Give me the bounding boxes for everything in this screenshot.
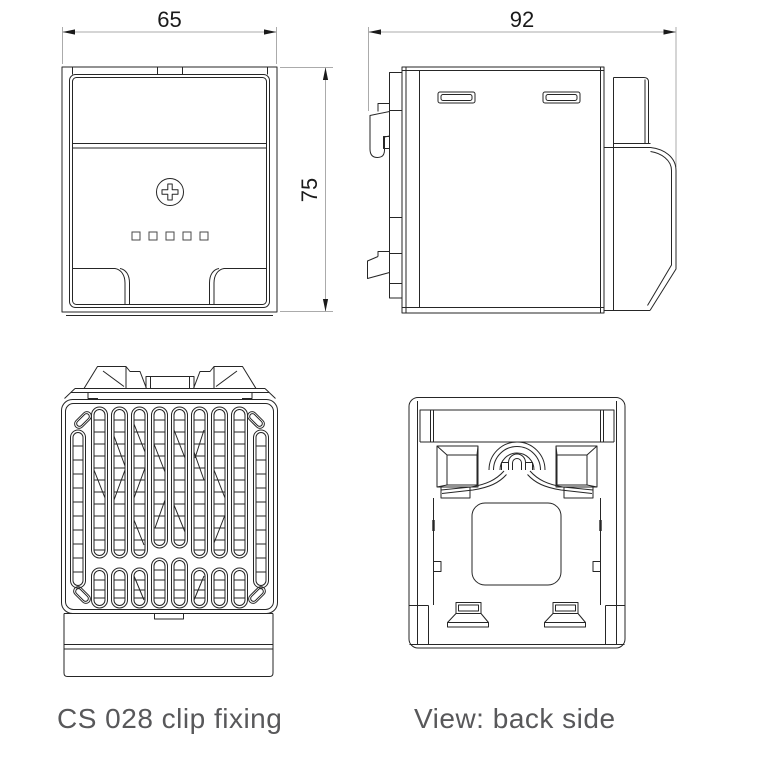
back-view bbox=[408, 397, 626, 649]
side-mounting-foot bbox=[604, 77, 677, 311]
back-spring-clip-arch bbox=[440, 441, 594, 494]
front-width-dimension bbox=[62, 27, 277, 64]
dimension-label-depth-92: 92 bbox=[509, 7, 535, 32]
dimension-label-height-75: 75 bbox=[297, 177, 322, 203]
back-left-foot bbox=[447, 602, 489, 628]
side-clip-hooks bbox=[367, 103, 390, 279]
side-view bbox=[367, 27, 677, 314]
front-bottom-brackets bbox=[72, 268, 267, 305]
side-housing-outline bbox=[389, 66, 605, 314]
back-frame bbox=[408, 397, 626, 649]
back-top-bar bbox=[419, 409, 615, 443]
arrowhead-right bbox=[264, 29, 277, 35]
arrowhead-down bbox=[322, 299, 329, 312]
vent-squares bbox=[131, 231, 209, 241]
back-corner-posts bbox=[409, 605, 625, 645]
front-height-dimension bbox=[280, 67, 333, 312]
back-right-tower bbox=[555, 445, 598, 499]
caption-clip-fixing: CS 028 clip fixing bbox=[57, 703, 283, 734]
arrowhead-up bbox=[322, 67, 329, 80]
back-left-tower bbox=[436, 445, 479, 499]
grille-base bbox=[63, 613, 274, 677]
front-view bbox=[61, 27, 333, 316]
dimension-label-width-65: 65 bbox=[157, 7, 182, 32]
grille-housing bbox=[61, 399, 278, 614]
grille-top-cap bbox=[64, 366, 276, 399]
heater-element-hatching bbox=[93, 423, 226, 601]
back-side-rails bbox=[432, 498, 602, 605]
back-center-opening bbox=[471, 502, 562, 586]
caption-back-side: View: back side bbox=[414, 703, 616, 734]
arrowhead-left bbox=[368, 29, 381, 35]
grille-view bbox=[61, 366, 278, 677]
back-right-foot bbox=[544, 602, 586, 628]
grille-slots bbox=[70, 406, 269, 609]
front-housing-outline bbox=[61, 66, 278, 316]
side-vent-slots bbox=[437, 91, 581, 104]
arrowhead-right bbox=[663, 29, 676, 35]
screw-head bbox=[156, 178, 184, 206]
arrowhead-left bbox=[62, 29, 75, 35]
side-depth-dimension bbox=[368, 27, 677, 167]
